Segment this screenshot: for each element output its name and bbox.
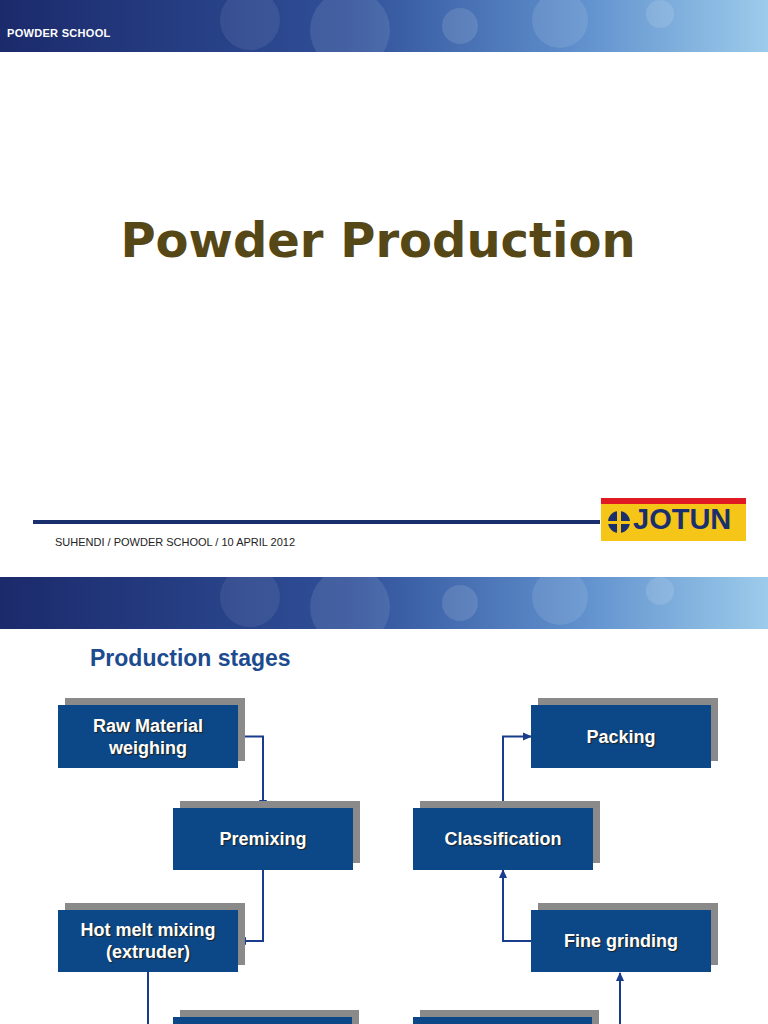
process-box: Hot melt mixing (extruder) [58,910,238,972]
box-label: Raw Material weighing [64,715,232,759]
flow-line [619,973,621,1024]
process-box: Premixing [173,808,353,870]
logo-ship [608,509,630,535]
logo-text: JOTUN [633,503,731,536]
box-label: Premixing [219,828,306,850]
logo-ground [601,498,746,541]
slide-heading: Production stages [90,645,291,672]
flow-arrow [503,737,531,809]
header-band [0,577,768,629]
process-box: Classification [413,808,593,870]
band-decoration [0,0,768,52]
flow-arrow [238,737,263,809]
cut-process-box [173,1017,352,1024]
header-text: POWDER SCHOOL [7,27,111,39]
slide-title: Powder Production [0,212,768,268]
box-label: Fine grinding [564,930,678,952]
footer-text: SUHENDI / POWDER SCHOOL / 10 APRIL 2012 [55,536,295,548]
process-box: Fine grinding [531,910,711,972]
box-label: Packing [586,726,655,748]
cut-process-box [413,1017,592,1024]
process-box: Packing [531,705,711,768]
process-box: Raw Material weighing [58,705,238,768]
footer-rule [33,520,600,524]
box-label: Classification [444,828,561,850]
flow-arrow [238,870,263,941]
band-decoration [0,577,768,629]
flow-arrow [503,870,531,941]
box-label: Hot melt mixing (extruder) [64,919,232,963]
flow-line [147,972,149,1024]
header-band [0,0,768,52]
